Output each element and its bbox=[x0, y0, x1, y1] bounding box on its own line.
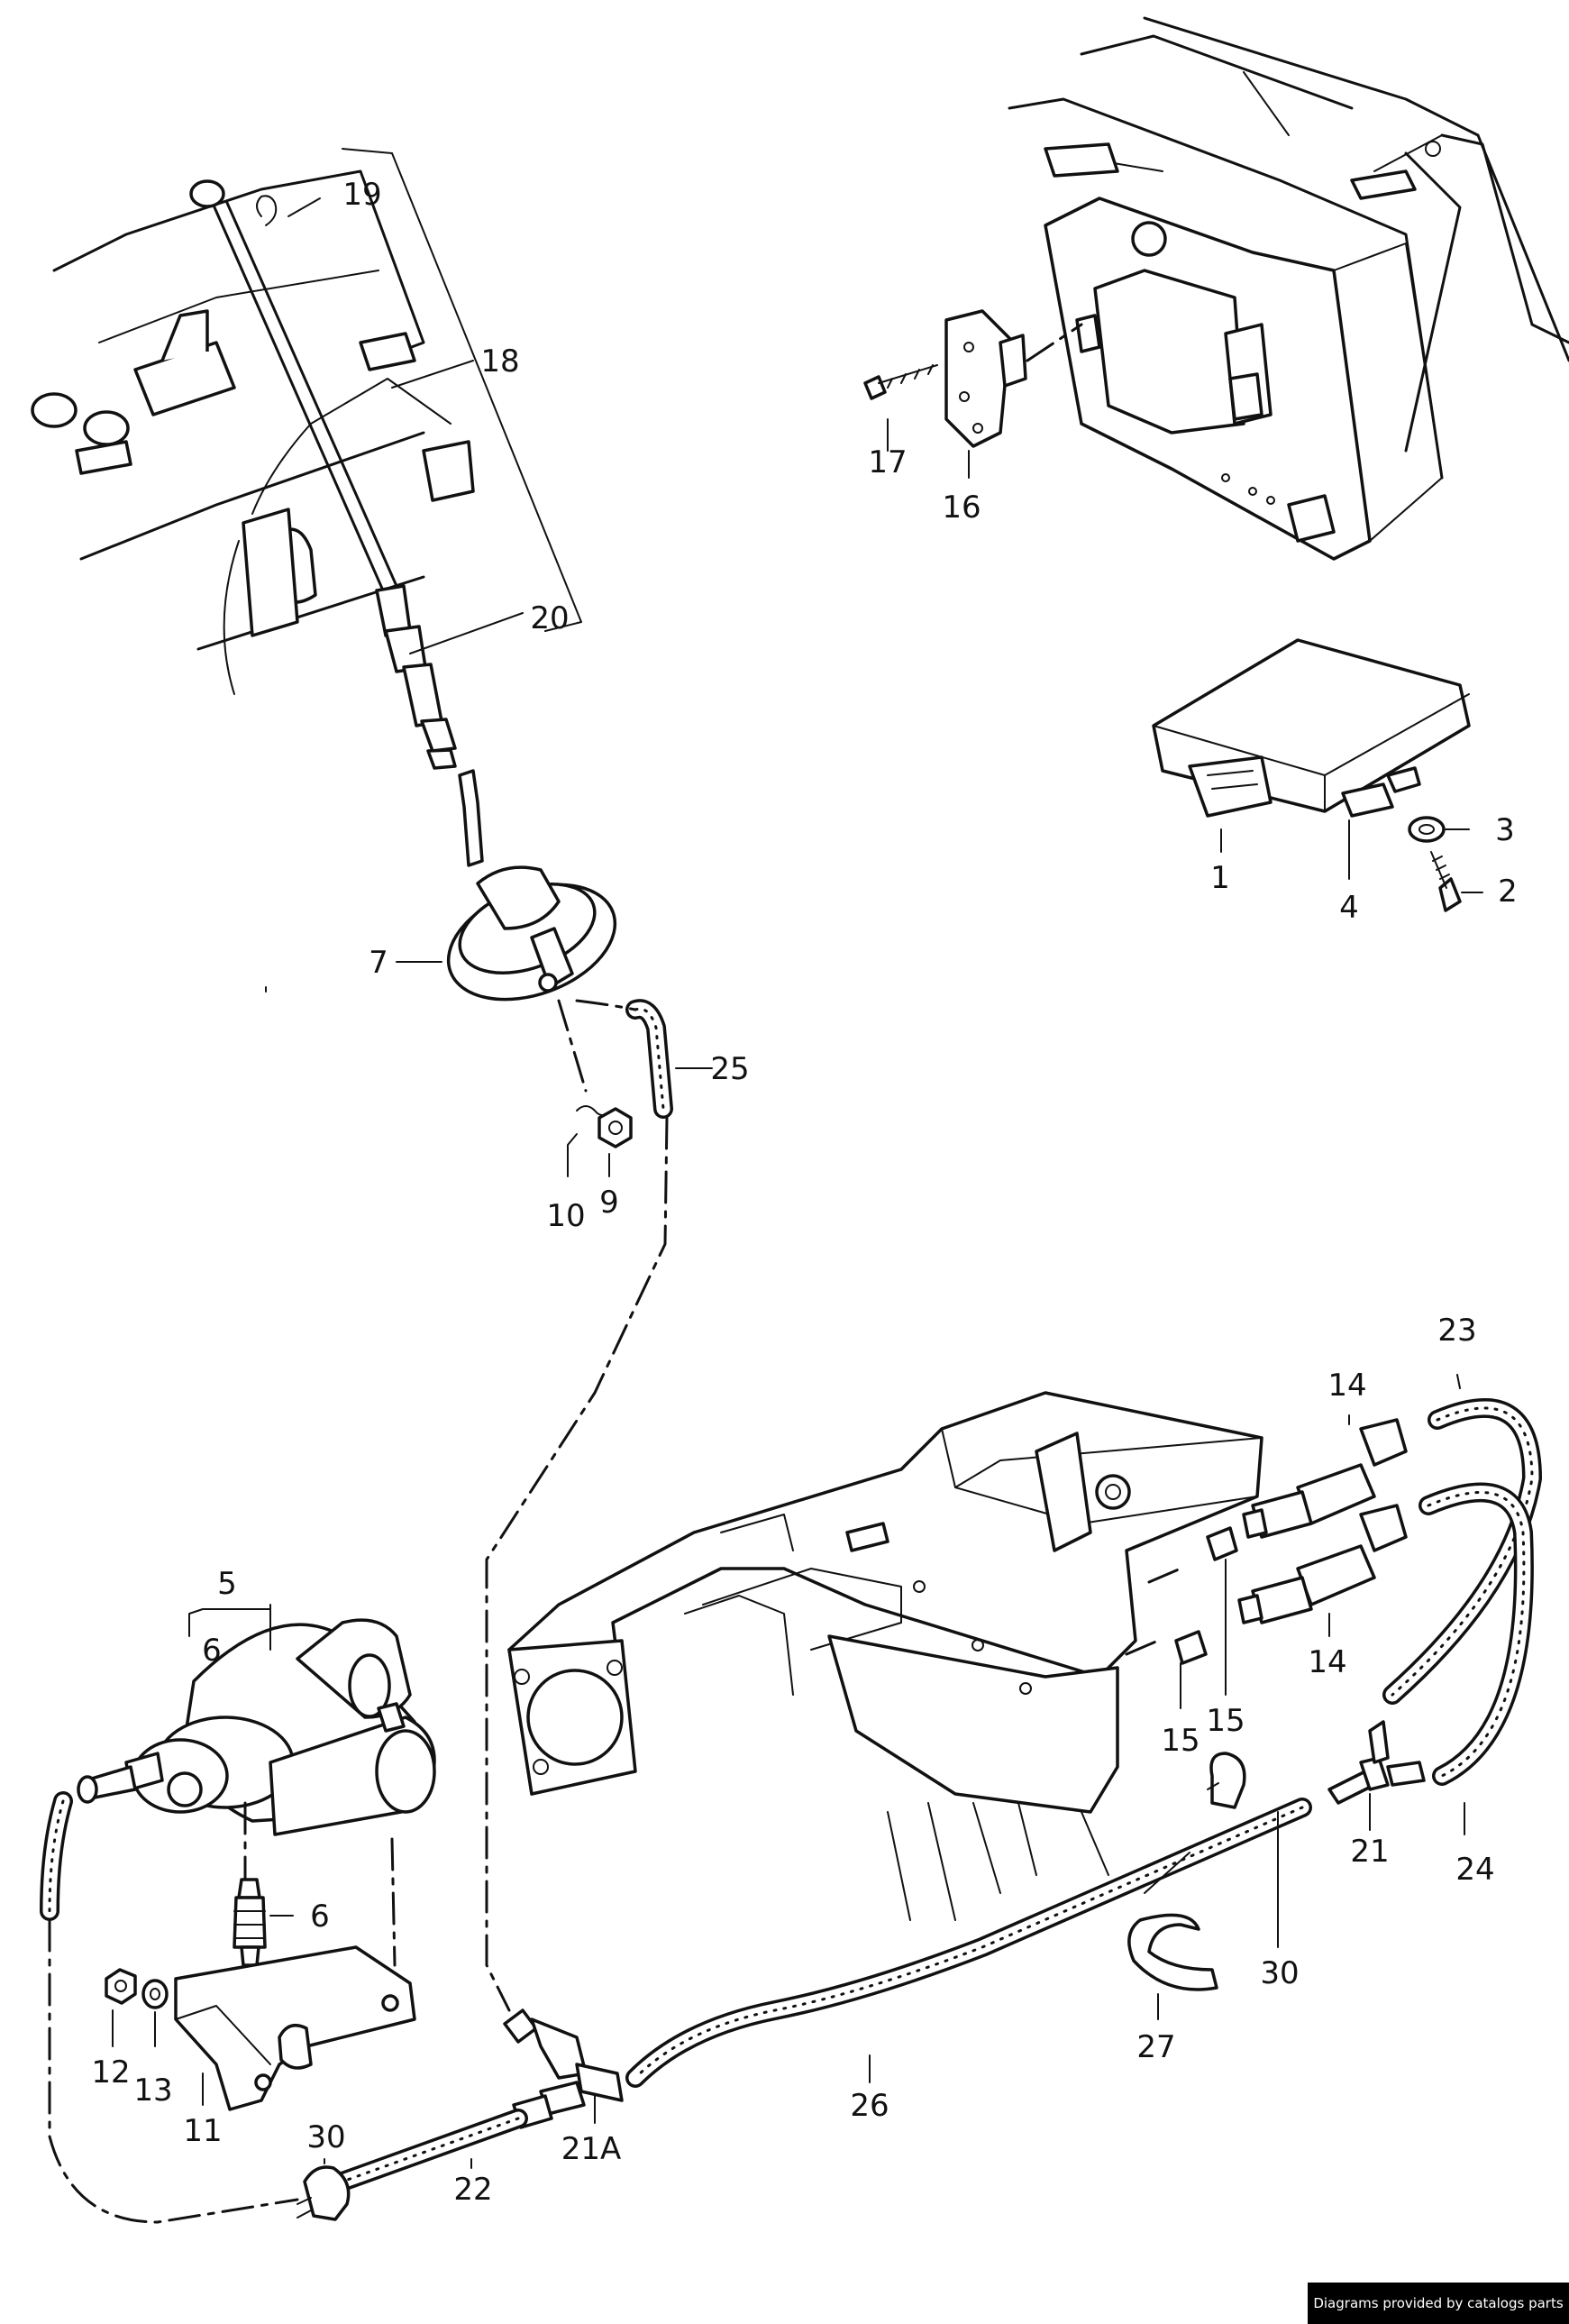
callout-15-left: 15 bbox=[1161, 1723, 1200, 1759]
callout-16: 16 bbox=[942, 490, 981, 526]
callout-30-left: 30 bbox=[306, 2119, 345, 2155]
callout-20: 20 bbox=[530, 600, 569, 636]
callout-11: 11 bbox=[183, 2113, 222, 2149]
t-piece-21 bbox=[1207, 1720, 1426, 1809]
hose-26 bbox=[625, 1798, 1312, 2088]
solenoid-valves bbox=[1125, 1418, 1408, 1665]
credit-banner: Diagrams provided by catalogs parts bbox=[1308, 2283, 1569, 2324]
callout-7: 7 bbox=[369, 945, 388, 981]
bracket-11 bbox=[105, 1945, 416, 2111]
callout-22: 22 bbox=[453, 2172, 492, 2208]
callout-6-plug: 6 bbox=[310, 1899, 330, 1935]
callout-21: 21 bbox=[1350, 1834, 1389, 1870]
callout-21a: 21A bbox=[561, 2131, 622, 2167]
callout-5: 5 bbox=[217, 1566, 237, 1602]
callout-9: 9 bbox=[599, 1185, 619, 1221]
connector-and-screw bbox=[863, 309, 1083, 448]
callout-24: 24 bbox=[1455, 1852, 1494, 1888]
callout-30-right: 30 bbox=[1260, 1955, 1299, 1991]
callout-6-top: 6 bbox=[202, 1633, 222, 1669]
callout-3: 3 bbox=[1495, 812, 1515, 848]
hoses-23-24 bbox=[1382, 1397, 1542, 1786]
callout-2: 2 bbox=[1498, 874, 1518, 910]
callout-14-top: 14 bbox=[1327, 1368, 1366, 1404]
callout-15-right: 15 bbox=[1206, 1703, 1245, 1739]
engine-block-drawing bbox=[31, 148, 582, 695]
hose-25 bbox=[575, 999, 673, 1119]
vacuum-line-path bbox=[485, 1116, 669, 2012]
left-hose bbox=[40, 1791, 299, 2224]
callout-12: 12 bbox=[91, 2054, 130, 2091]
callout-27: 27 bbox=[1136, 2029, 1175, 2065]
callout-4: 4 bbox=[1339, 890, 1359, 926]
instrument-cluster-drawing bbox=[1008, 16, 1569, 561]
callout-18: 18 bbox=[480, 343, 519, 380]
control-unit bbox=[1152, 638, 1471, 912]
callout-17: 17 bbox=[868, 444, 907, 480]
sensor-plug-6 bbox=[233, 1878, 267, 1967]
callout-19: 19 bbox=[342, 177, 381, 213]
vacuum-unit bbox=[446, 769, 617, 1002]
t-piece-21a bbox=[296, 2008, 624, 2221]
callout-1: 1 bbox=[1210, 860, 1230, 896]
strap-27 bbox=[1127, 1913, 1218, 1991]
nut-and-clip bbox=[557, 999, 633, 1148]
callout-labels: 1 2 3 4 5 6 6 7 9 10 11 12 13 14 14 15 1… bbox=[91, 177, 1517, 2208]
pump-assembly bbox=[77, 1618, 436, 1967]
callout-26: 26 bbox=[850, 2088, 889, 2124]
dipstick-assembly bbox=[189, 179, 457, 770]
callout-13: 13 bbox=[133, 2072, 172, 2109]
subframe-drawing bbox=[507, 1391, 1263, 1921]
leader-lines bbox=[112, 195, 1483, 2169]
callout-25: 25 bbox=[710, 1051, 749, 1087]
callout-10: 10 bbox=[546, 1198, 585, 1234]
callout-14-bottom: 14 bbox=[1308, 1644, 1346, 1680]
callout-23: 23 bbox=[1437, 1313, 1476, 1349]
